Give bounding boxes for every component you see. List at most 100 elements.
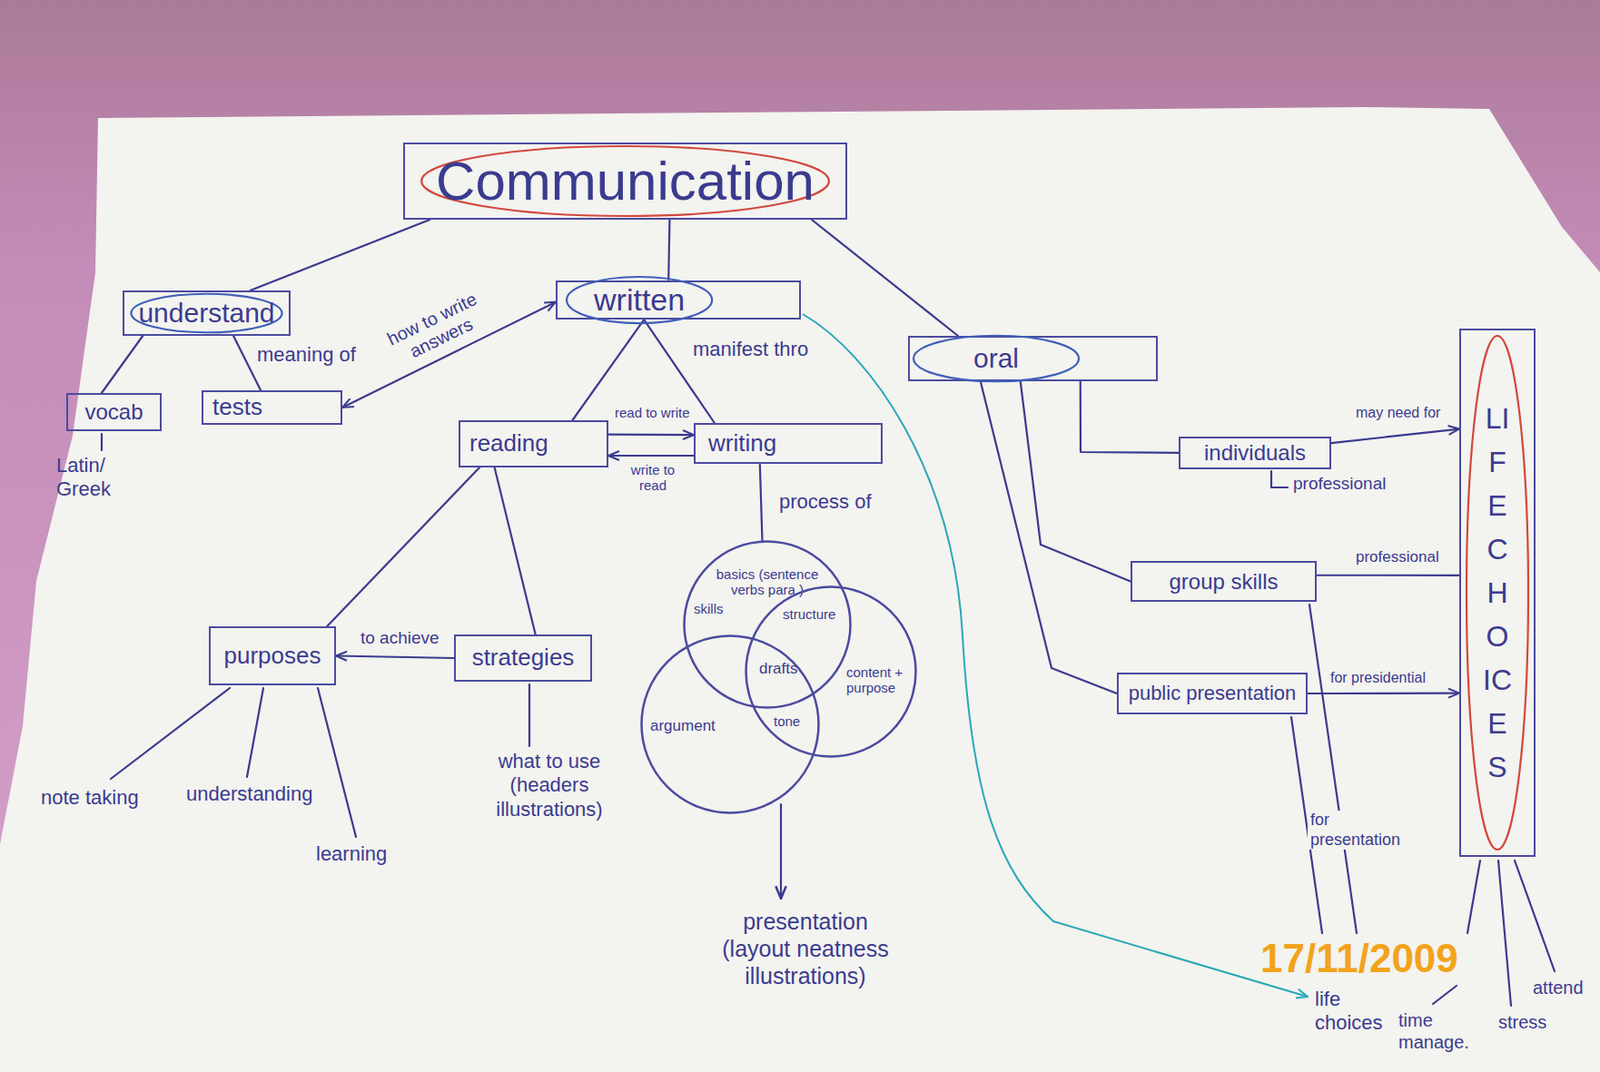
note-text: professional bbox=[1293, 474, 1386, 495]
connector bbox=[1080, 381, 1179, 454]
date-stamp: 17/11/2009 bbox=[1260, 938, 1459, 979]
vertical-box: LIFE CHOICES bbox=[1459, 328, 1536, 858]
leaf-text: time manage. bbox=[1398, 1009, 1473, 1054]
concept-box: writing bbox=[693, 423, 883, 465]
leaf-text: what to use (headers illustrations) bbox=[467, 750, 632, 822]
node-text: Communication bbox=[435, 149, 815, 213]
node-text: basics (sentence verbs para.) bbox=[711, 566, 824, 599]
node-text: purposes bbox=[224, 642, 322, 671]
circle-outline bbox=[746, 587, 917, 758]
concept-box: individuals bbox=[1178, 436, 1332, 470]
concept-box: Communication bbox=[403, 142, 848, 220]
leader-line bbox=[246, 688, 264, 778]
connector bbox=[1331, 429, 1460, 445]
leaf-text: note taking bbox=[40, 786, 139, 810]
circle-outline bbox=[684, 542, 851, 709]
leader-line bbox=[1514, 860, 1555, 972]
node-text: oral bbox=[973, 343, 1019, 376]
concept-box: tests bbox=[201, 390, 343, 425]
oval-mark bbox=[566, 276, 712, 324]
concept-box: purposes bbox=[208, 626, 336, 686]
leader-arrow bbox=[780, 804, 782, 899]
paper-sheet bbox=[0, 107, 1600, 1072]
connector bbox=[1307, 691, 1460, 695]
leaf-text: understanding bbox=[186, 782, 313, 807]
connector bbox=[101, 335, 143, 394]
connector bbox=[760, 464, 763, 543]
node-text: public presentation bbox=[1128, 681, 1297, 705]
node-text: tests bbox=[212, 394, 263, 422]
connector-label: meaning of bbox=[254, 343, 359, 366]
connector bbox=[494, 467, 536, 635]
oval-mark bbox=[130, 294, 282, 334]
concept-box: understand bbox=[122, 290, 291, 336]
node-text: vocab bbox=[84, 399, 143, 425]
leader-line bbox=[317, 688, 356, 838]
oval-mark bbox=[913, 335, 1079, 383]
connector-label: how to write answers bbox=[372, 283, 502, 376]
leaf-text: learning bbox=[316, 842, 387, 867]
outcome-text: presentation (layout neatness illustrati… bbox=[719, 908, 892, 990]
leader-line bbox=[1467, 860, 1481, 934]
connector bbox=[335, 656, 455, 660]
root-note: Latin/ Greek bbox=[56, 454, 129, 503]
concept-box: vocab bbox=[66, 393, 162, 432]
venn-center-text: drafts bbox=[759, 660, 799, 679]
node-text: writing bbox=[708, 430, 777, 458]
concept-box: written bbox=[555, 280, 801, 320]
leader-line bbox=[1498, 860, 1512, 1007]
connector bbox=[980, 381, 1117, 694]
leaf-text: stress bbox=[1498, 1011, 1547, 1034]
node-text: LIFE CHOICES bbox=[1482, 396, 1512, 790]
node-text: argument bbox=[650, 717, 716, 736]
note-text: for presentation bbox=[1307, 810, 1413, 850]
leader-line bbox=[100, 434, 103, 451]
connector-label: professional bbox=[1353, 548, 1442, 567]
concept-box: oral bbox=[908, 335, 1158, 382]
leaf-text: attend bbox=[1532, 977, 1584, 999]
connector-label: process of bbox=[776, 490, 875, 514]
node-text: reading bbox=[469, 430, 549, 458]
oval-mark bbox=[421, 146, 830, 217]
venn-circle: basics (sentence verbs para.) skills bbox=[682, 540, 852, 710]
connector bbox=[608, 434, 694, 437]
node-text: group skills bbox=[1168, 569, 1278, 595]
connector-label: to achieve bbox=[357, 628, 443, 649]
node-text: written bbox=[593, 282, 685, 318]
venn-center-text: tone bbox=[773, 713, 800, 731]
connector bbox=[250, 219, 431, 291]
connectors bbox=[101, 219, 1460, 694]
concept-box: reading bbox=[458, 420, 609, 468]
node-outline bbox=[682, 540, 852, 710]
node-text: understand bbox=[138, 297, 275, 330]
node-text: skills bbox=[693, 601, 724, 617]
bracket bbox=[1271, 471, 1288, 488]
connector-label: write to read bbox=[617, 462, 689, 494]
leader-line bbox=[1309, 604, 1357, 934]
connector bbox=[1020, 381, 1131, 583]
leader-line bbox=[528, 684, 531, 747]
connector-label: read to write bbox=[612, 404, 693, 421]
connector-label: may need for bbox=[1353, 404, 1443, 422]
node-text: structure bbox=[782, 606, 836, 623]
connector bbox=[1316, 574, 1460, 577]
connector bbox=[608, 454, 694, 457]
connector-label: manifest thro bbox=[690, 337, 811, 361]
concept-box: group skills bbox=[1130, 561, 1317, 603]
circle-outline bbox=[641, 636, 820, 814]
concept-box: public presentation bbox=[1116, 672, 1308, 715]
leader-line bbox=[1432, 986, 1457, 1005]
node-text: individuals bbox=[1204, 440, 1306, 466]
connector bbox=[811, 219, 959, 336]
concept-box: strategies bbox=[454, 634, 593, 682]
leader-lines bbox=[101, 434, 1555, 1007]
teal-arrow bbox=[802, 314, 1308, 998]
node-text: strategies bbox=[472, 644, 575, 672]
connector bbox=[668, 219, 670, 281]
connector-label: for presidential bbox=[1327, 670, 1429, 687]
connector bbox=[326, 467, 480, 627]
node-outline bbox=[909, 337, 1156, 380]
leaf-text: life choices bbox=[1314, 987, 1388, 1037]
